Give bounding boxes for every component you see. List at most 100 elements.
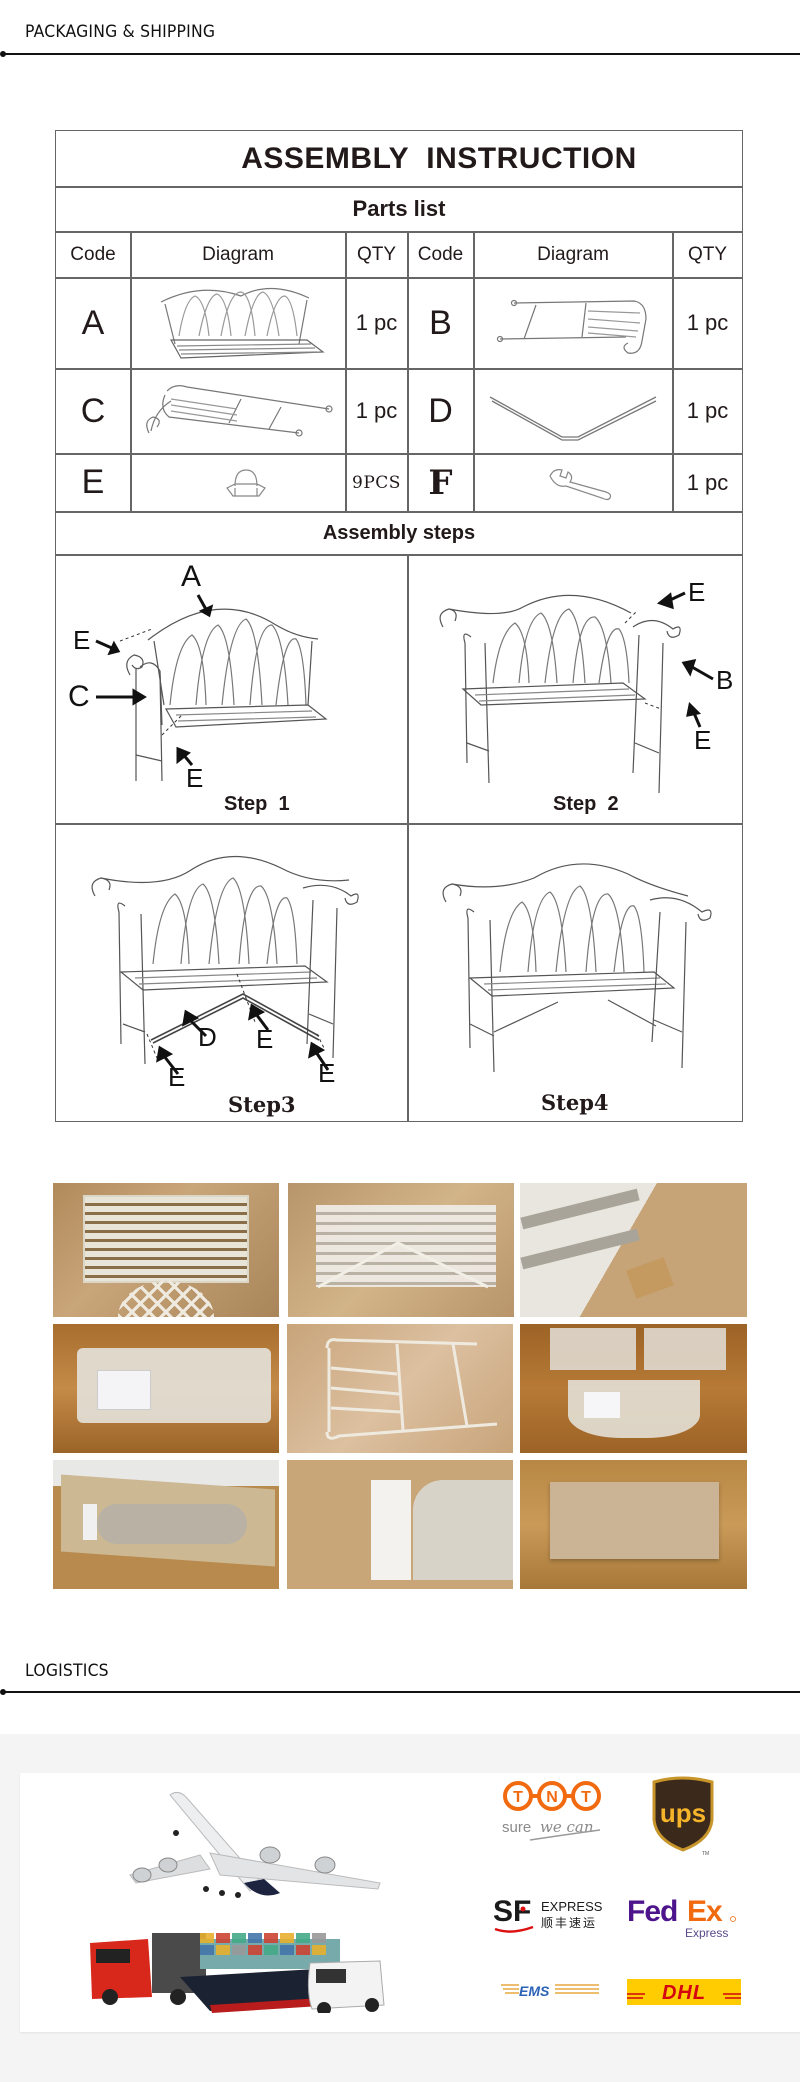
- svg-text:N: N: [546, 1789, 558, 1806]
- diagram-support-bar-icon: [489, 396, 657, 441]
- col-header-label: Code: [417, 243, 464, 265]
- wrench-icon: [549, 469, 612, 501]
- svg-text:顺丰速运: 顺丰速运: [541, 1916, 597, 1930]
- assembly-instruction-sheet: ASSEMBLY INSTRUCTION Parts list Code Dia…: [55, 130, 743, 1122]
- callout-e: E: [318, 1058, 336, 1088]
- arrow-icon: [95, 594, 214, 766]
- col-header-code: Code: [56, 232, 130, 277]
- assembly-steps-title: Assembly steps: [322, 521, 476, 544]
- ups-shield-icon: ups TM: [652, 1776, 714, 1857]
- svg-text:Ex: Ex: [687, 1895, 723, 1928]
- col-header-label: Code: [70, 243, 116, 265]
- packaging-photo: [53, 1183, 279, 1317]
- callout-e: E: [694, 725, 712, 755]
- svg-text:Fed: Fed: [627, 1895, 677, 1928]
- col-header-qty: QTY: [346, 232, 407, 277]
- divider: [473, 231, 475, 511]
- step-4-panel: Step4: [408, 824, 742, 1121]
- callout-b: B: [716, 665, 734, 695]
- callout-a: A: [181, 560, 202, 593]
- col-header-code-2: Code: [408, 232, 473, 277]
- svg-text:EMS: EMS: [519, 1983, 550, 1999]
- part-code-b: B: [408, 278, 473, 368]
- section-divider: [2, 53, 800, 55]
- divider: [56, 231, 742, 233]
- svg-text:ups: ups: [660, 1798, 706, 1828]
- divider: [56, 453, 742, 455]
- arrow-icon: [156, 1003, 330, 1075]
- assembly-title: ASSEMBLY INSTRUCTION: [241, 141, 637, 175]
- transport-illustration: [90, 1791, 385, 2013]
- part-code: B: [429, 303, 452, 342]
- divider: [56, 823, 742, 825]
- assembly-title-row: ASSEMBLY INSTRUCTION: [56, 131, 742, 186]
- svg-text:Express: Express: [685, 1926, 728, 1939]
- part-code-a: A: [56, 278, 130, 368]
- col-header-label: Diagram: [537, 243, 609, 265]
- part-code-c: C: [56, 369, 130, 453]
- section-title-packaging: PACKAGING & SHIPPING: [25, 22, 216, 42]
- part-code-f: F: [408, 454, 473, 511]
- divider: [56, 186, 742, 188]
- part-qty-a: 1 pc: [346, 278, 407, 368]
- part-code-d: D: [408, 369, 473, 453]
- callout-e: E: [73, 625, 91, 655]
- part-code: A: [81, 303, 105, 342]
- svg-text:SF: SF: [493, 1895, 531, 1928]
- bench-step3-illustration: [91, 855, 359, 1064]
- assembly-steps-row: Assembly steps: [56, 512, 742, 554]
- part-qty-b: 1 pc: [673, 278, 742, 368]
- step-3-panel: D E E E Step3: [56, 824, 407, 1121]
- part-qty: 1 pc: [355, 310, 398, 335]
- part-qty: 1 pc: [355, 398, 398, 423]
- step-2-label: Step 2: [553, 793, 619, 815]
- section-title-logistics: LOGISTICS: [25, 1661, 109, 1681]
- divider: [56, 368, 742, 370]
- carrier-logo-ups: ups TM: [650, 1776, 716, 1857]
- col-header-label: QTY: [687, 243, 728, 265]
- ems-logo-icon: EMS: [501, 1983, 599, 1999]
- carrier-logo-dhl: DHL: [627, 1979, 741, 2005]
- divider: [56, 511, 742, 513]
- callout-c: C: [68, 680, 90, 713]
- logistics-section-header: LOGISTICS: [0, 1650, 800, 1710]
- parts-list-row: Parts list: [56, 187, 742, 231]
- divider: [345, 231, 347, 511]
- svg-text:DHL: DHL: [662, 1982, 706, 2004]
- carrier-logo-sf-express: SF EXPRESS 顺丰速运: [493, 1893, 613, 1935]
- packaging-photo: [520, 1183, 747, 1317]
- divider: [56, 554, 742, 556]
- col-header-qty-2: QTY: [673, 232, 742, 277]
- carrier-logo-fedex: Fed Ex Express: [627, 1893, 747, 1940]
- step-2-panel: E B E Step 2: [408, 555, 742, 823]
- diagram-left-armrest-icon: [146, 385, 333, 437]
- svg-text:we can: we can: [540, 1818, 594, 1836]
- callout-d: D: [198, 1022, 217, 1052]
- part-code: E: [81, 463, 105, 501]
- part-code: F: [428, 462, 453, 503]
- packaging-photo: [287, 1460, 513, 1589]
- part-qty-d: 1 pc: [673, 369, 742, 453]
- divider: [56, 277, 742, 279]
- part-code: C: [80, 391, 106, 430]
- divider: [672, 231, 674, 511]
- bench-step4-illustration: [442, 863, 712, 1072]
- bench-step1-illustration: [119, 608, 328, 782]
- carrier-logo-ems: EMS: [501, 1982, 599, 2002]
- svg-text:EXPRESS: EXPRESS: [541, 1899, 603, 1914]
- part-code: D: [428, 391, 453, 430]
- bench-step2-illustration: [439, 594, 681, 793]
- packaging-photo: [53, 1460, 279, 1589]
- callout-e: E: [688, 577, 706, 607]
- part-qty: 1 pc: [686, 469, 729, 495]
- part-qty-e: 9PCS: [346, 454, 407, 511]
- step-3-label: Step3: [228, 1092, 296, 1117]
- divider: [407, 231, 409, 511]
- diagram-bench-backrest-icon: [160, 287, 325, 359]
- col-header-diagram-2: Diagram: [474, 232, 672, 277]
- packaging-photo: [287, 1324, 513, 1453]
- tnt-letter: T: [513, 1789, 523, 1806]
- part-code-e: E: [56, 454, 130, 511]
